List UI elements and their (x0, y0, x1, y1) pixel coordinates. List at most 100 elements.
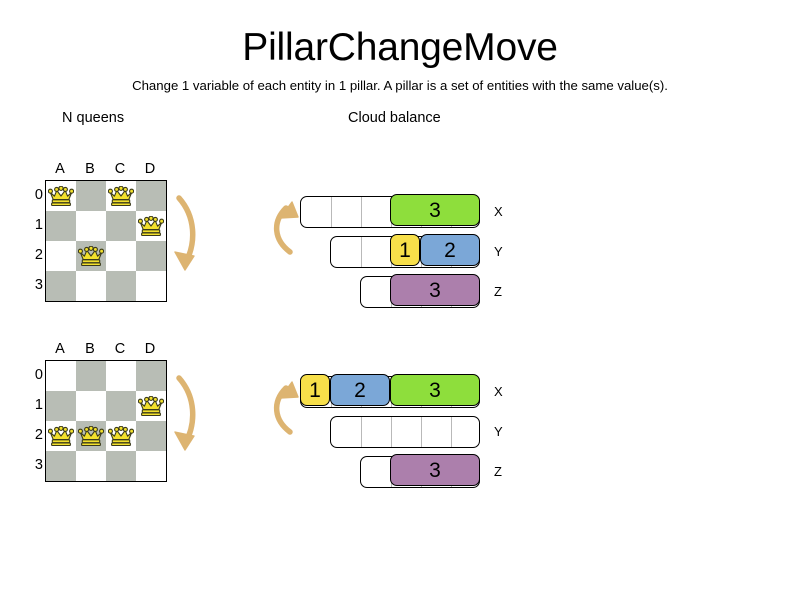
cloud-row-y: Y (330, 416, 520, 448)
queen-icon[interactable] (138, 396, 164, 417)
board-cell-B0[interactable] (76, 181, 106, 211)
chessboard-after[interactable] (45, 360, 167, 482)
page-subtitle: Change 1 variable of each entity in 1 pi… (132, 78, 668, 93)
board-cell-C0[interactable] (106, 361, 136, 391)
process-block[interactable]: 2 (420, 234, 480, 267)
machine-label-z: Z (494, 464, 502, 479)
board-cell-B1[interactable] (76, 391, 106, 421)
board-cell-D3[interactable] (136, 271, 166, 301)
rank-label-1: 1 (34, 397, 43, 413)
process-label: 1 (399, 238, 411, 262)
board-cell-C0[interactable] (106, 181, 136, 211)
process-block[interactable]: 3 (390, 454, 480, 487)
machine-label-y: Y (494, 424, 503, 439)
queen-icon[interactable] (138, 216, 164, 237)
section-heading-nqueens: N queens (62, 110, 125, 126)
machine-label-x: X (494, 204, 503, 219)
queen-icon[interactable] (48, 186, 74, 207)
move-arrow-chess-after-icon (165, 366, 205, 471)
board-cell-D0[interactable] (136, 361, 166, 391)
board-cell-A3[interactable] (46, 451, 76, 481)
move-arrow-cloud-after-icon (268, 376, 302, 451)
board-cell-C1[interactable] (106, 211, 136, 241)
board-cell-A1[interactable] (46, 211, 76, 241)
board-cell-D1[interactable] (136, 391, 166, 421)
process-label: 2 (444, 238, 456, 262)
board-cell-A2[interactable] (46, 241, 76, 271)
bar-grid-separator (451, 417, 452, 447)
file-label-c: C (114, 161, 126, 177)
board-cell-B0[interactable] (76, 361, 106, 391)
board-cell-A2[interactable] (46, 421, 76, 451)
process-block[interactable]: 3 (390, 274, 480, 307)
queen-icon[interactable] (48, 426, 74, 447)
machine-bar-y[interactable] (330, 416, 480, 448)
bar-grid-separator (361, 417, 362, 447)
queen-icon[interactable] (108, 426, 134, 447)
bar-grid-separator (361, 197, 362, 227)
board-cell-C3[interactable] (106, 451, 136, 481)
bar-grid-separator (391, 417, 392, 447)
machine-label-z: Z (494, 284, 502, 299)
queen-icon[interactable] (78, 246, 104, 267)
chessboard-before[interactable] (45, 180, 167, 302)
board-cell-D0[interactable] (136, 181, 166, 211)
board-cell-C3[interactable] (106, 271, 136, 301)
board-cell-B2[interactable] (76, 421, 106, 451)
board-cell-B1[interactable] (76, 211, 106, 241)
bar-grid-separator (361, 237, 362, 267)
rank-label-1: 1 (34, 217, 43, 233)
board-cell-A0[interactable] (46, 361, 76, 391)
board-cell-B3[interactable] (76, 451, 106, 481)
process-label: 1 (309, 378, 321, 402)
board-cell-C2[interactable] (106, 421, 136, 451)
process-label: 2 (354, 378, 366, 402)
machine-label-y: Y (494, 244, 503, 259)
file-label-a: A (55, 161, 65, 177)
rank-label-2: 2 (34, 247, 43, 263)
rank-label-0: 0 (34, 187, 43, 203)
file-label-d: D (144, 161, 156, 177)
board-cell-D3[interactable] (136, 451, 166, 481)
process-block[interactable]: 3 (390, 194, 480, 227)
process-block[interactable]: 1 (300, 374, 330, 407)
board-cell-C1[interactable] (106, 391, 136, 421)
move-arrow-chess-before-icon (165, 186, 205, 291)
machine-label-x: X (494, 384, 503, 399)
page-header: PillarChangeMove Change 1 variable of ea… (0, 0, 800, 93)
bar-grid (331, 417, 479, 447)
board-cell-D2[interactable] (136, 421, 166, 451)
board-cell-A0[interactable] (46, 181, 76, 211)
process-label: 3 (429, 458, 441, 482)
process-block[interactable]: 3 (390, 374, 480, 407)
file-label-b: B (85, 341, 95, 357)
process-label: 3 (429, 198, 441, 222)
board-cell-B3[interactable] (76, 271, 106, 301)
process-label: 3 (429, 378, 441, 402)
board-cell-D1[interactable] (136, 211, 166, 241)
file-label-c: C (114, 341, 126, 357)
board-cell-A3[interactable] (46, 271, 76, 301)
process-block[interactable]: 2 (330, 374, 390, 407)
file-label-a: A (55, 341, 65, 357)
rank-label-3: 3 (34, 457, 43, 473)
board-cell-D2[interactable] (136, 241, 166, 271)
board-cell-B2[interactable] (76, 241, 106, 271)
rank-label-2: 2 (34, 427, 43, 443)
cloud-row-x: 1 2 3 X (300, 374, 520, 408)
process-block[interactable]: 1 (390, 234, 420, 267)
board-cell-C2[interactable] (106, 241, 136, 271)
queen-icon[interactable] (78, 426, 104, 447)
page-title: PillarChangeMove (242, 26, 558, 69)
process-label: 3 (429, 278, 441, 302)
bar-grid-separator (421, 417, 422, 447)
board-cell-A1[interactable] (46, 391, 76, 421)
rank-label-3: 3 (34, 277, 43, 293)
queen-icon[interactable] (108, 186, 134, 207)
